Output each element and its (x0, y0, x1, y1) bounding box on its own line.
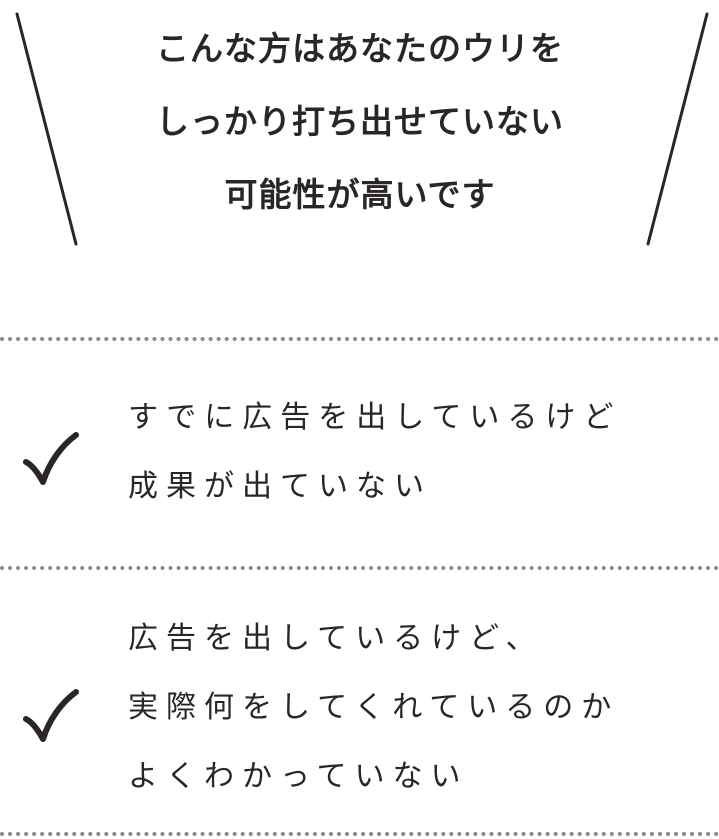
checklist-item: 広告を出しているけど、 実際何をしてくれているのか よくわかっていない (0, 570, 719, 833)
checklist-item-line: 広告を出しているけど、 (128, 621, 544, 656)
heading: こんな方はあなたのウリを しっかり打ち出せていない 可能性が高いです (80, 12, 640, 231)
checklist-item-text: すでに広告を出しているけど 成果が出ていない (128, 383, 698, 521)
checklist-item: すでに広告を出しているけど 成果が出ていない (0, 341, 719, 566)
checklist-item-line: すでに広告を出しているけど (128, 400, 622, 435)
check-mark-icon (23, 689, 79, 742)
heading-line: しっかり打ち出せていない (156, 102, 564, 141)
heading-line: こんな方はあなたのウリを (156, 29, 564, 68)
heading-slashes (15, 12, 709, 246)
checklist-item-line: よくわかっていない (128, 759, 469, 794)
dotted-divider (0, 566, 719, 570)
check-mark-icon (23, 432, 79, 485)
checklist-item-text: 広告を出しているけど、 実際何をしてくれているのか よくわかっていない (128, 604, 698, 811)
dotted-divider (0, 832, 719, 836)
right-slash-line (646, 12, 709, 246)
dotted-divider (0, 337, 719, 341)
heading-line: 可能性が高いです (224, 175, 496, 214)
left-slash-line (15, 12, 78, 246)
checklist-item-line: 成果が出ていない (128, 469, 432, 504)
checklist-item-line: 実際何をしてくれているのか (128, 690, 620, 725)
